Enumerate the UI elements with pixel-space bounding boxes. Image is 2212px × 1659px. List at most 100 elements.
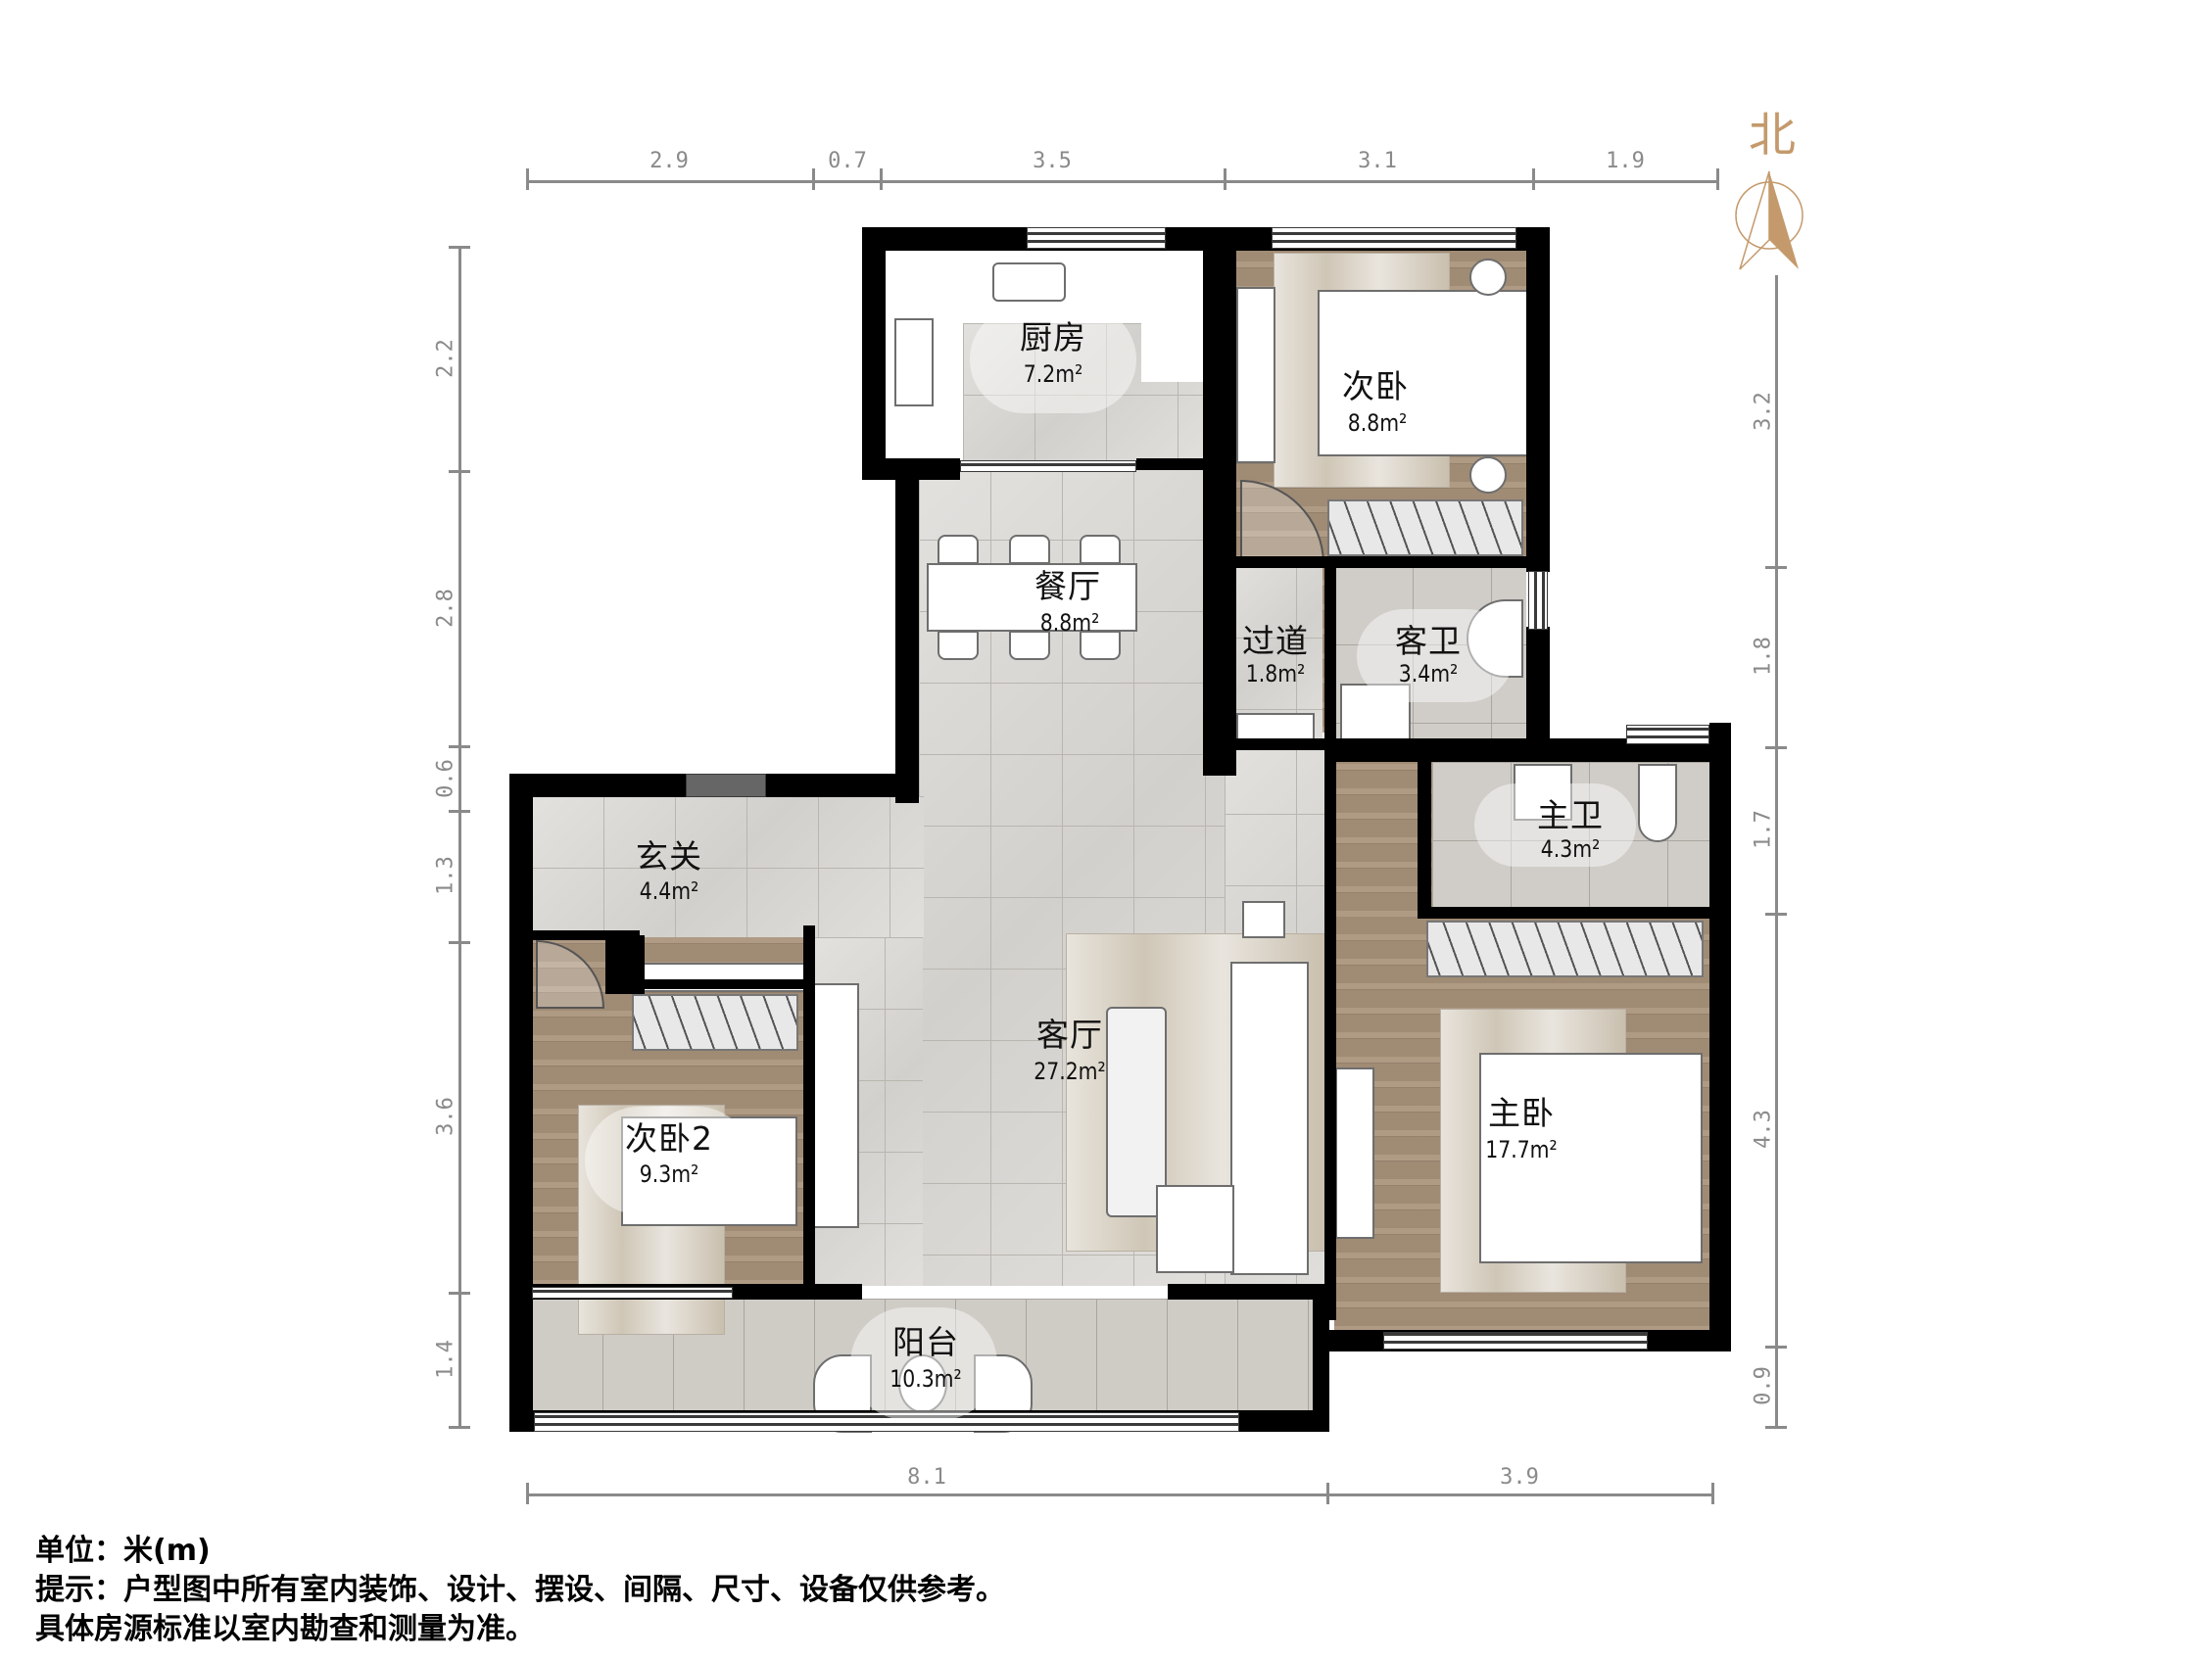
dim-label: 0.7 <box>828 149 867 173</box>
room-area: 7.2m² <box>1023 360 1083 388</box>
wardrobe <box>1426 921 1704 977</box>
wall <box>1418 762 1431 914</box>
room-name: 客厅 <box>1036 1016 1103 1054</box>
wall <box>862 227 886 480</box>
dim-tick <box>526 1483 529 1504</box>
room-name: 次卧 <box>1342 367 1409 405</box>
window <box>1027 227 1166 249</box>
side-table <box>1242 901 1285 938</box>
dim-tick <box>449 246 470 249</box>
dim-line <box>527 180 1718 183</box>
dim-tick <box>1765 913 1787 916</box>
window <box>960 460 1136 472</box>
wardrobe <box>632 994 798 1051</box>
dim-tick <box>1532 168 1535 190</box>
room-name: 客卫 <box>1395 622 1462 660</box>
dim-tick <box>1765 746 1787 749</box>
shoe-cabinet <box>1236 713 1315 740</box>
dim-line <box>527 1493 1714 1496</box>
sofa-chaise <box>1156 1185 1234 1273</box>
bed <box>621 1116 797 1226</box>
dim-tick <box>1224 168 1226 190</box>
washbasin-icon <box>1514 764 1572 821</box>
dining-chair <box>1080 535 1121 564</box>
room-name: 主卧 <box>1488 1094 1555 1132</box>
tv-cabinet <box>1236 287 1275 463</box>
wardrobe <box>1327 499 1523 556</box>
room-area: 10.3m² <box>890 1365 962 1393</box>
dim-label: 4.3 <box>1751 1110 1776 1149</box>
disclaimer-note: 提示：户型图中所有室内装饰、设计、摆设、间隔、尺寸、设备仅供参考。 <box>35 1573 1005 1607</box>
entrance-door[interactable] <box>686 774 766 797</box>
dim-tick <box>449 941 470 944</box>
dim-tick <box>449 810 470 813</box>
wall <box>637 979 813 989</box>
wall <box>1526 627 1550 744</box>
nightstand-lamp-icon <box>1469 259 1507 296</box>
room-name: 过道 <box>1242 622 1309 660</box>
dining-chair <box>1009 535 1050 564</box>
dim-tick <box>449 745 470 748</box>
dim-label: 0.6 <box>433 759 458 798</box>
dim-label: 1.3 <box>433 856 458 895</box>
window <box>532 1287 733 1299</box>
bed <box>1318 290 1528 456</box>
window <box>1528 571 1548 630</box>
label-bg <box>1474 783 1636 867</box>
room-area: 8.8m² <box>1347 409 1408 437</box>
dim-tick <box>1765 1346 1787 1349</box>
room-area: 4.4m² <box>639 877 699 905</box>
dining-chair <box>1009 631 1050 660</box>
wall <box>1313 1284 1329 1432</box>
wall <box>1324 566 1336 1320</box>
room-name: 餐厅 <box>1034 567 1101 605</box>
room-area: 9.3m² <box>639 1161 699 1188</box>
dim-tick <box>880 168 883 190</box>
bed <box>1479 1053 1703 1263</box>
wall <box>1709 723 1731 1351</box>
dim-label: 8.1 <box>907 1465 946 1490</box>
measurement-note: 具体房源标准以室内勘查和测量为准。 <box>35 1612 535 1646</box>
tv-cabinet <box>813 983 859 1228</box>
dim-tick <box>1765 1426 1787 1429</box>
wall <box>1215 738 1342 750</box>
master-corridor-floor <box>1334 762 1432 917</box>
dining-chair <box>938 631 979 660</box>
dim-tick <box>1765 566 1787 569</box>
wall <box>895 468 919 803</box>
dim-tick <box>812 168 815 190</box>
toilet-icon <box>1638 764 1677 842</box>
dim-label: 3.5 <box>1033 149 1072 173</box>
dim-label: 1.8 <box>1751 637 1776 676</box>
dim-label: 2.2 <box>433 339 458 378</box>
wall <box>532 930 640 940</box>
dim-tick <box>526 168 529 190</box>
wall <box>1168 1284 1334 1300</box>
wall <box>1236 556 1550 568</box>
label-bg <box>970 306 1136 413</box>
room-area: 8.8m² <box>1039 609 1100 637</box>
dim-label: 3.6 <box>433 1097 458 1136</box>
coffee-table <box>1106 1007 1167 1217</box>
dim-tick <box>449 1292 470 1295</box>
dim-label: 0.9 <box>1751 1366 1776 1405</box>
dining-chair <box>1080 631 1121 660</box>
guest-bath-floor <box>1334 566 1526 740</box>
wall <box>1136 458 1220 470</box>
room-name: 次卧2 <box>625 1119 713 1158</box>
dim-line <box>458 247 461 1428</box>
dim-label: 2.9 <box>649 149 689 173</box>
sink-icon <box>992 262 1066 302</box>
dining-table <box>927 563 1137 632</box>
label-bg <box>850 1307 997 1420</box>
wall <box>1215 676 1228 740</box>
sofa <box>1230 962 1309 1275</box>
room-name: 厨房 <box>1020 318 1086 356</box>
dim-tick <box>1711 1483 1714 1504</box>
room-area: 3.4m² <box>1398 660 1459 687</box>
stove-icon <box>894 318 934 406</box>
label-bg <box>1357 609 1514 702</box>
dim-label: 1.7 <box>1751 810 1776 849</box>
room-area: 1.8m² <box>1245 660 1306 687</box>
kitchen-counter <box>1141 323 1203 382</box>
